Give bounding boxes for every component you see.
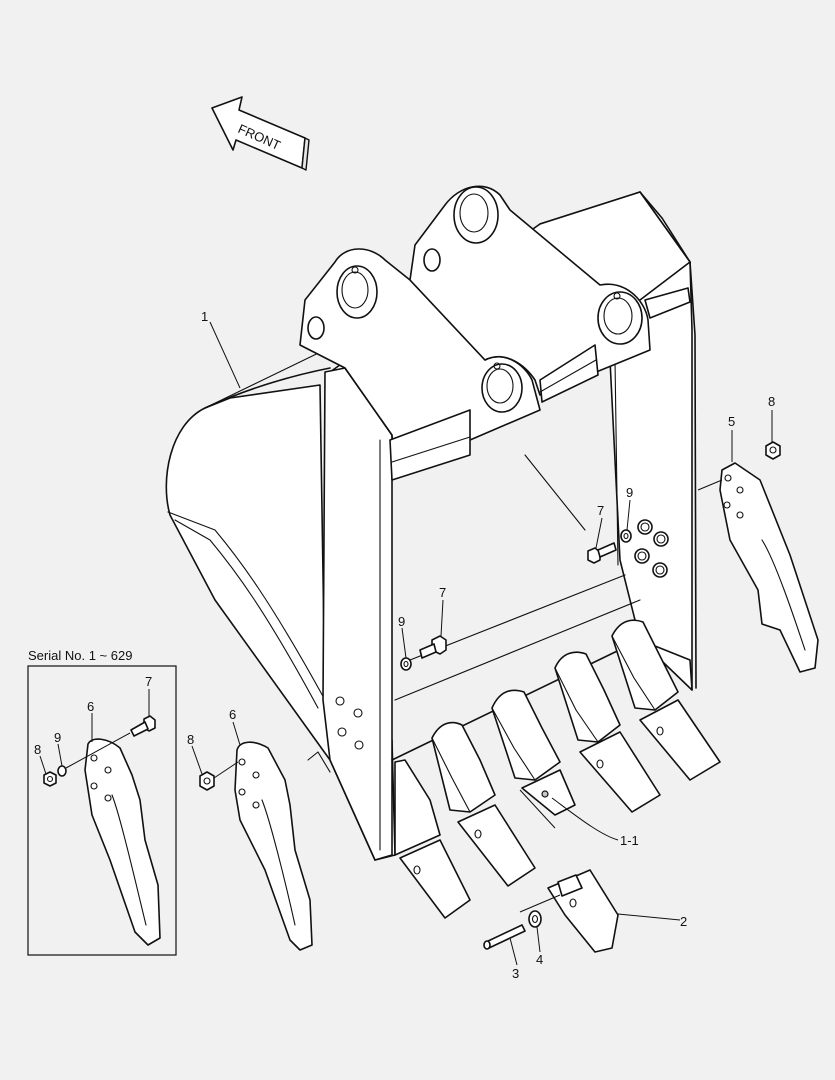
callout-8-inset: 8: [34, 742, 41, 757]
bolt-left: [419, 635, 447, 659]
callout-5: 5: [728, 414, 735, 429]
callout-labels: 1 1-1 2 3 4 5 6 6 7 7 7 8 8 8 9 9 9: [34, 309, 775, 981]
callout-2: 2: [680, 914, 687, 929]
callout-6-inset: 6: [87, 699, 94, 714]
tooth-3: [491, 689, 576, 816]
bolt-right: [587, 542, 617, 564]
callout-9-right: 9: [626, 485, 633, 500]
callout-1: 1: [201, 309, 208, 324]
callout-6: 6: [229, 707, 236, 722]
side-cutter-right: [719, 441, 819, 673]
tooth-1: [394, 759, 471, 919]
bucket-teeth: [394, 619, 721, 919]
tooth-point-exploded: [547, 869, 619, 953]
lock-washer: [528, 910, 542, 928]
tooth-5: [611, 619, 721, 781]
callout-9-inset: 9: [54, 730, 61, 745]
callout-1-1: 1-1: [620, 833, 639, 848]
bucket-brackets: [299, 185, 691, 481]
leader-lines: [191, 321, 773, 966]
callout-8-right: 8: [768, 394, 775, 409]
callout-9-left: 9: [398, 614, 405, 629]
callout-7-inset: 7: [145, 674, 152, 689]
callout-7-right: 7: [597, 503, 604, 518]
callout-8-left: 8: [187, 732, 194, 747]
side-cutter-left: [199, 741, 313, 951]
tooth-4: [554, 651, 661, 813]
front-arrow: FRONT: [211, 96, 310, 171]
right-plate-holes: [634, 519, 669, 578]
pin: [483, 924, 526, 950]
washer-left: [400, 657, 412, 671]
inset-caption: Serial No. 1 ~ 629: [28, 648, 132, 663]
callout-7-left: 7: [439, 585, 446, 600]
washer-right: [620, 529, 632, 543]
callout-4: 4: [536, 952, 543, 967]
tooth-2: [431, 721, 536, 887]
callout-3: 3: [512, 966, 519, 981]
inset-serial-range: Serial No. 1 ~ 629: [27, 648, 177, 956]
